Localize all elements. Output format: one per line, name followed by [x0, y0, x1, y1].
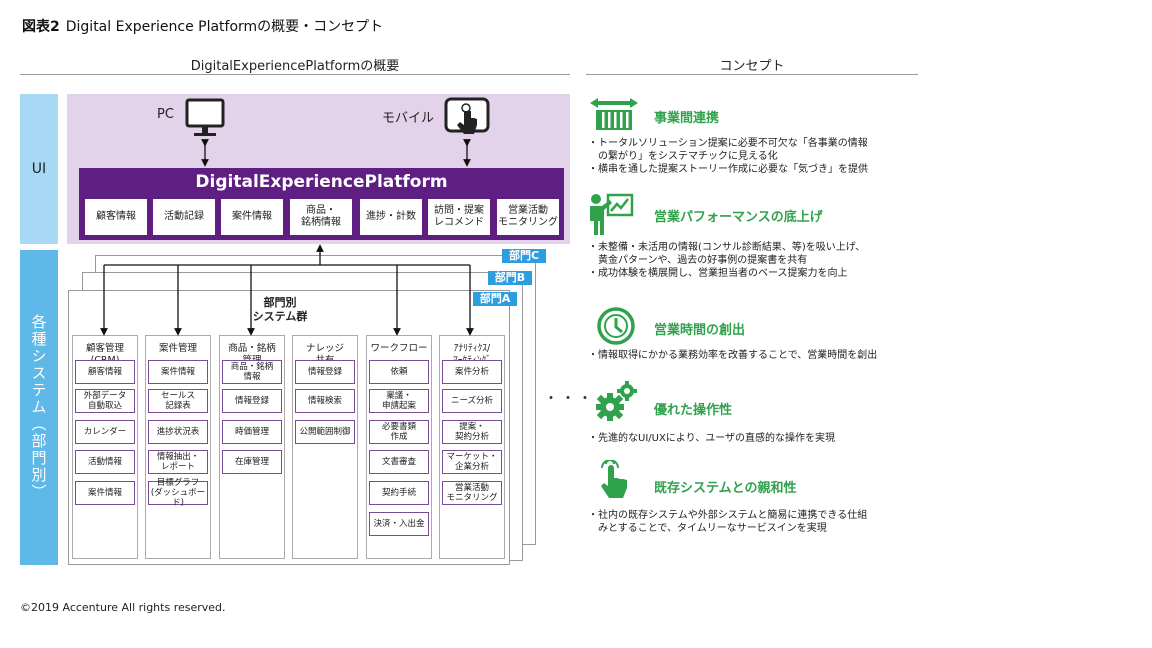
- concept-bullet: ・トータルソリューション提案に必要不可欠な「各事業の情報: [588, 138, 868, 149]
- system-item: 提案・ 契約分析: [442, 420, 502, 444]
- department-c-tag: 部門C: [502, 249, 546, 263]
- system-item: 情報登録: [222, 389, 282, 413]
- system-item: 決済・入出金: [369, 512, 429, 536]
- systems-title: 部門別 システム群: [252, 296, 308, 323]
- system-item: 情報抽出・ レポート: [148, 450, 208, 474]
- clock-icon: [597, 307, 635, 345]
- system-item: 商品・銘柄 情報: [222, 360, 282, 384]
- overview-heading: DigitalExperiencePlatformの概要: [190, 59, 400, 74]
- concept-title-1: 営業パフォーマンスの底上げ: [654, 210, 823, 225]
- system-item: 契約手続: [369, 481, 429, 505]
- page-title: 図表2 Digital Experience Platformの概要・コンセプト: [22, 16, 383, 36]
- department-b-tag: 部門B: [488, 271, 532, 285]
- system-item: 文書審査: [369, 450, 429, 474]
- system-item: マーケット・ 企業分析: [442, 450, 502, 474]
- figure-title: Digital Experience Platformの概要・コンセプト: [65, 19, 384, 35]
- dxp-module-2: 案件情報: [221, 199, 283, 235]
- dxp-module-1: 活動記録: [153, 199, 215, 235]
- system-item: 案件情報: [75, 481, 135, 505]
- concept-bullet: 黄金パターンや、過去の好事例の提案書を共有: [588, 255, 808, 266]
- copyright: ©2019 Accenture All rights reserved.: [20, 601, 226, 614]
- concept-bullet: ・情報取得にかかる業務効率を改善することで、営業時間を創出: [588, 350, 878, 361]
- presenter-chart-icon: [590, 193, 634, 235]
- concept-bullet: の繋がり」をシステマチックに見える化: [588, 151, 778, 162]
- department-a-tag: 部門A: [473, 292, 517, 306]
- system-item: 時価管理: [222, 420, 282, 444]
- systems-band: 各種システム（部門別）: [20, 250, 58, 565]
- system-item: ニーズ分析: [442, 389, 502, 413]
- concept-bullet: ・未整備・未活用の情報(コンサル診断結果、等)を吸い上げ、: [588, 242, 866, 253]
- dxp-module-6: 営業活動 モニタリング: [497, 199, 559, 235]
- system-item: 営業活動 モニタリング: [442, 481, 502, 505]
- mobile-tablet-icon: [444, 97, 490, 134]
- tap-hand-icon: [601, 460, 627, 498]
- system-item: 案件分析: [442, 360, 502, 384]
- dxp-title: DigitalExperiencePlatform: [195, 172, 448, 192]
- system-item: 稟議・ 申請起案: [369, 389, 429, 413]
- system-column-head-4: ワークフロー: [370, 343, 428, 354]
- department-a-sheet: [68, 290, 510, 565]
- system-item: 情報検索: [295, 389, 355, 413]
- system-item: カレンダー: [75, 420, 135, 444]
- dxp-module-0: 顧客情報: [85, 199, 147, 235]
- figure-number: 図表2: [22, 19, 60, 35]
- ui-band: UI: [20, 94, 58, 244]
- dxp-module-4: 進捗・計数: [360, 199, 422, 235]
- system-item: 外部データ 自動取込: [75, 389, 135, 413]
- concept-bullet: ・先進的なUI/UXにより、ユーザの直感的な操作を実現: [588, 433, 836, 444]
- link-bars-icon: [590, 98, 638, 130]
- concept-bullet: ・成功体験を横展開し、営業担当者のベース提案力を向上: [588, 268, 848, 279]
- system-item: 活動情報: [75, 450, 135, 474]
- concept-bullet: ・社内の既存システムや外部システムと簡易に連携できる仕組: [588, 510, 868, 521]
- concept-bullet: ・横串を通した提案ストーリー作成に必要な「気づき」を提供: [588, 164, 868, 175]
- concept-heading: コンセプト: [719, 59, 785, 74]
- system-item: 在庫管理: [222, 450, 282, 474]
- system-item: 目標グラフ (ダッシュボード): [148, 478, 208, 508]
- overview-rule: [20, 74, 570, 75]
- pc-monitor-icon: [185, 98, 225, 136]
- concept-title-4: 既存システムとの親和性: [654, 481, 797, 496]
- system-item: 顧客情報: [75, 360, 135, 384]
- system-item: 情報登録: [295, 360, 355, 384]
- system-item: 依頼: [369, 360, 429, 384]
- system-item: 公開範囲制御: [295, 420, 355, 444]
- concept-rule: [586, 74, 918, 75]
- concept-bullet: みとすることで、タイムリーなサービスインを実現: [588, 523, 827, 534]
- system-item: 進捗状況表: [148, 420, 208, 444]
- dxp-module-5: 訪問・提案 レコメンド: [428, 199, 490, 235]
- ellipsis: ・・・: [544, 391, 595, 407]
- system-item: セールス 記録表: [148, 389, 208, 413]
- system-item: 必要書類 作成: [369, 420, 429, 444]
- mobile-label: モバイル: [382, 111, 435, 126]
- concept-title-2: 営業時間の創出: [654, 323, 746, 338]
- pc-label: PC: [157, 107, 174, 122]
- system-item: 案件情報: [148, 360, 208, 384]
- dxp-module-3: 商品・ 銘柄情報: [290, 199, 352, 235]
- system-column-head-1: 案件管理: [158, 343, 197, 354]
- concept-title-0: 事業間連携: [654, 111, 720, 126]
- gears-icon: [596, 381, 637, 421]
- concept-title-3: 優れた操作性: [654, 403, 733, 418]
